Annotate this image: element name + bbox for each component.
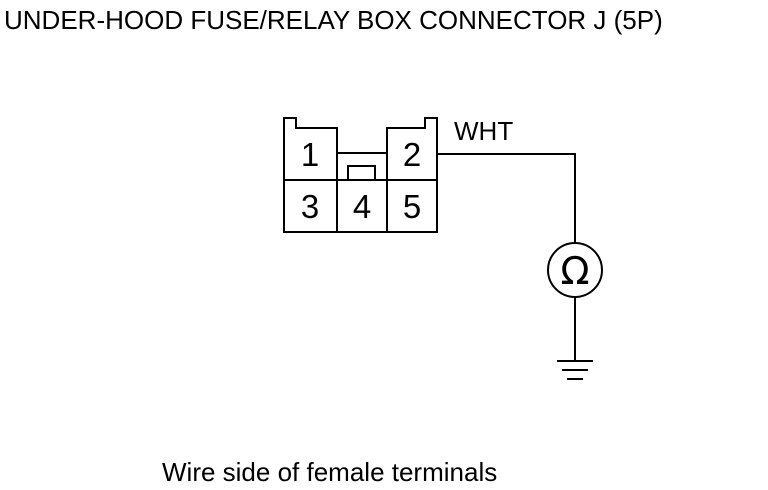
pin-label-1: 1 [301,136,319,173]
ohm-symbol-icon: Ω [560,249,589,293]
pin-label-5: 5 [403,188,421,225]
connector-j: 1 2 3 4 5 [283,117,438,233]
pin-label-4: 4 [353,188,371,225]
pin-label-2: 2 [403,136,421,173]
wire-color-label: WHT [454,116,513,146]
diagram-caption: Wire side of female terminals [162,457,497,487]
test-wire: WHT [437,116,576,244]
wire-pin2-to-meter [437,153,576,244]
ground-icon [557,360,593,380]
diagram-title: UNDER-HOOD FUSE/RELAY BOX CONNECTOR J (5… [4,5,663,35]
connector-lock-tab [347,165,376,181]
ohmmeter: Ω [547,242,603,298]
pin-label-3: 3 [301,188,319,225]
